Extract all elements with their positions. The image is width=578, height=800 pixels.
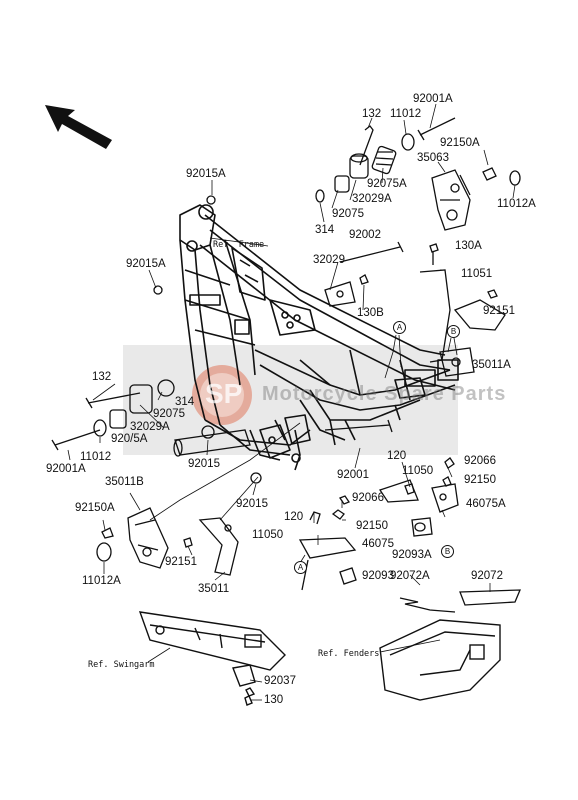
part-label: 35063	[417, 152, 449, 164]
part-label: 11051	[461, 268, 493, 280]
part-label: 92150	[356, 520, 388, 532]
part-label: 11050	[252, 529, 284, 541]
part-label: 32029	[313, 254, 345, 266]
part-label: 92015	[188, 458, 220, 470]
part-label: 92075A	[367, 178, 407, 190]
part-label: 92151	[165, 556, 197, 568]
part-label: 11012	[80, 451, 112, 463]
swingarm	[138, 611, 286, 706]
part-label: 46075	[362, 538, 394, 550]
lower-right-parts	[298, 419, 521, 613]
part-label: 32029A	[352, 193, 392, 205]
part-label: 92001	[337, 469, 369, 481]
part-label: 314	[315, 224, 335, 236]
part-label: 35011	[198, 583, 230, 595]
part-label: 92150	[464, 474, 496, 486]
part-label: 11012	[390, 108, 422, 120]
part-label: 130	[264, 694, 284, 706]
rear-fender	[379, 619, 501, 701]
part-label: 120	[284, 511, 304, 523]
part-label: 11012A	[497, 198, 536, 210]
part-label: 92072A	[390, 570, 430, 582]
main-frame	[179, 204, 459, 471]
ref-swingarm-label: Ref. Swingarm	[88, 660, 155, 670]
part-label: 130B	[357, 307, 384, 319]
watermark-brand-text: Motorcycle Spare Parts	[262, 383, 507, 405]
part-label: 46075A	[466, 498, 506, 510]
left-hardware	[51, 195, 262, 484]
part-label: 92150A	[75, 502, 115, 514]
lower-left-parts	[96, 507, 239, 576]
part-label: 92001A	[46, 463, 86, 475]
part-label: 314	[175, 396, 195, 408]
part-label: 132	[362, 108, 382, 120]
part-label: 132	[92, 371, 112, 383]
watermark-logo	[192, 365, 252, 425]
callout-b-upper: B	[447, 325, 460, 338]
watermark-logo-text: SP	[205, 378, 243, 409]
part-label: 32029A	[130, 421, 170, 433]
part-label: 92015A	[126, 258, 166, 270]
callout-a-upper: A	[393, 321, 406, 334]
part-label: 92075	[332, 208, 364, 220]
part-label: 92151	[483, 305, 515, 317]
ref-fenders-label: Ref. Fenders	[318, 649, 380, 659]
part-label: 130A	[455, 240, 482, 252]
part-label: 92001A	[413, 93, 453, 105]
callout-b-lower: B	[441, 545, 454, 558]
upper-hardware	[315, 117, 521, 377]
part-label: 92015A	[186, 168, 226, 180]
part-label: 92002	[349, 229, 381, 241]
part-label: 11050	[402, 465, 434, 477]
part-label: 92066	[464, 455, 496, 467]
part-label: 92037	[264, 675, 296, 687]
part-label: 92075	[153, 408, 185, 420]
part-label: 92093A	[392, 549, 432, 561]
part-label: 92072	[471, 570, 503, 582]
part-label: 92066	[352, 492, 384, 504]
part-label: 35011A	[472, 359, 511, 371]
part-label: 35011B	[105, 476, 144, 488]
callout-a-lower: A	[294, 561, 307, 574]
ref-frame-label: Ref. Frame	[213, 240, 265, 250]
direction-arrow-icon	[45, 105, 112, 149]
part-label: 92093	[362, 570, 394, 582]
leader-lines	[67, 103, 516, 701]
part-label: 92015	[236, 498, 268, 510]
part-label: 120	[387, 450, 407, 462]
part-label: 92150A	[440, 137, 480, 149]
part-label: 11012A	[82, 575, 121, 587]
part-label: 920/5A	[111, 433, 148, 445]
